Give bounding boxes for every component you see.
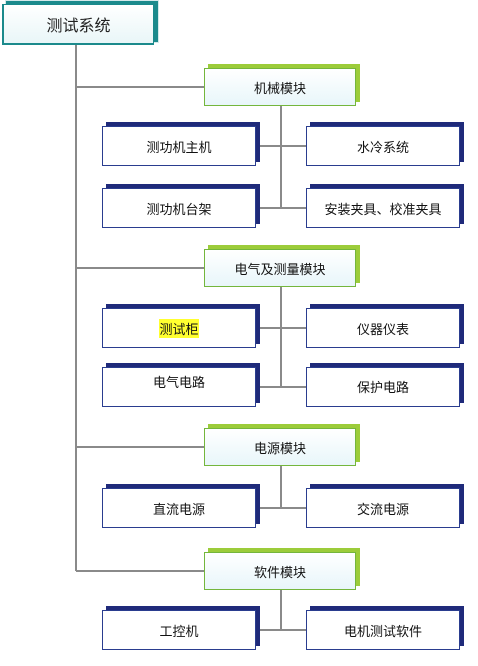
leaf-dynamometer-frame: 测功机台架 — [102, 188, 256, 228]
leaf-label: 保护电路 — [356, 381, 409, 396]
module-software: 软件模块 — [204, 552, 356, 590]
leaf-ac-power: 交流电源 — [306, 488, 460, 528]
module-label: 电气及测量模块 — [234, 262, 326, 278]
leaf-industrial-pc: 工控机 — [102, 610, 256, 650]
leaf-label: 测功机台架 — [146, 202, 212, 218]
module-label: 机械模块 — [253, 81, 306, 97]
leaf-dc-power: 直流电源 — [102, 488, 256, 528]
leaf-label: 工控机 — [159, 624, 199, 640]
leaf-label: 仪器仪表 — [356, 322, 409, 338]
leaf-label: 测功机主机 — [146, 140, 212, 156]
module-label: 电源模块 — [253, 441, 306, 457]
leaf-label-highlighted: 测试柜 — [159, 318, 199, 338]
leaf-label: 安装夹具、校准夹具 — [324, 202, 442, 218]
leaf-instruments: 仪器仪表 — [306, 308, 460, 348]
leaf-label: 水冷系统 — [356, 140, 409, 156]
module-electrical-measurement: 电气及测量模块 — [204, 249, 356, 287]
leaf-motor-test-software: 电机测试软件 — [306, 610, 460, 650]
leaf-protection-circuit: 保护电路 — [306, 367, 460, 407]
leaf-label: 交流电源 — [356, 502, 409, 518]
module-mechanical: 机械模块 — [204, 68, 356, 106]
root-node: 测试系统 — [2, 4, 154, 45]
leaf-label: 直流电源 — [152, 502, 205, 518]
leaf-label: 电机测试软件 — [343, 624, 422, 640]
leaf-test-cabinet: 测试柜 — [102, 308, 256, 348]
leaf-fixtures: 安装夹具、校准夹具 — [306, 188, 460, 228]
root-label: 测试系统 — [46, 16, 111, 35]
leaf-water-cooling: 水冷系统 — [306, 126, 460, 166]
module-power: 电源模块 — [204, 428, 356, 466]
leaf-label: 电气电路 — [152, 376, 205, 391]
leaf-electrical-circuit: 电气电路 — [102, 367, 256, 407]
leaf-dynamometer-host: 测功机主机 — [102, 126, 256, 166]
module-label: 软件模块 — [253, 565, 306, 581]
